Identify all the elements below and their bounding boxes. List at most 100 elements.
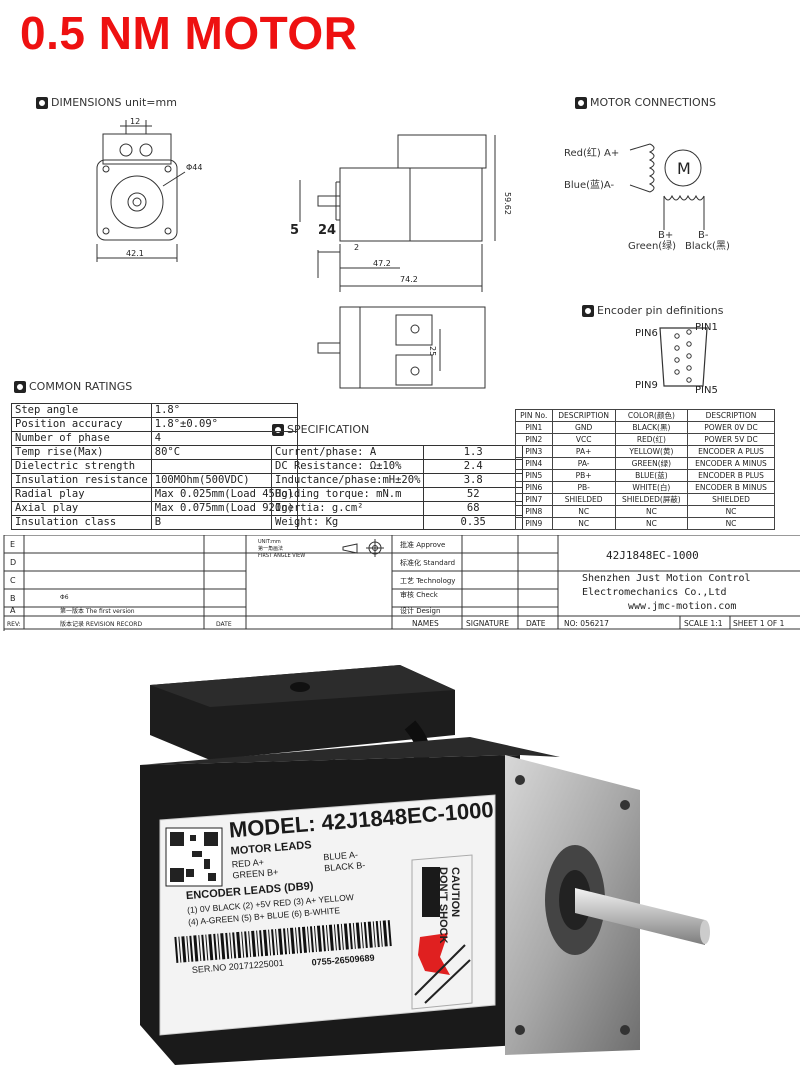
side-view-connector bbox=[397, 134, 487, 169]
rev-label: REV: bbox=[7, 621, 21, 628]
label-phone: 0755-26509689 bbox=[311, 953, 375, 968]
rating-cell: 1.8° bbox=[150, 403, 298, 418]
spec-cell: 52 bbox=[423, 487, 523, 502]
pin-cell: ENCODER B PLUS bbox=[687, 469, 775, 482]
rating-cell: Dielectric strength bbox=[11, 459, 152, 474]
label-green: GREEN B+ bbox=[232, 867, 278, 881]
b-plus-label: B+ bbox=[658, 230, 673, 241]
pin6-label: PIN6 bbox=[635, 328, 658, 339]
pin-cell: PIN1 bbox=[515, 421, 553, 434]
pin-cell: WHITE(白) bbox=[614, 481, 689, 494]
pin-cell: SHIELDED bbox=[551, 493, 616, 506]
part-number: 42J1848EC-1000 bbox=[606, 549, 699, 562]
pin-cell: PA- bbox=[551, 457, 616, 470]
rating-cell: Step angle bbox=[11, 403, 152, 418]
pin-cell: SHIELDED(屏蔽) bbox=[614, 493, 689, 506]
spec-cell: Inductance/phase:mH±20% bbox=[270, 473, 425, 488]
scale-label: SCALE 1:1 bbox=[684, 619, 723, 628]
label-black: BLACK B- bbox=[324, 860, 366, 873]
dim-25: 25 bbox=[428, 346, 437, 356]
projection-label: FIRST ANGLE VIEW bbox=[258, 553, 305, 559]
pin-table-header: PIN No. bbox=[515, 409, 553, 422]
dim-diameter-44: Φ44 bbox=[186, 163, 202, 172]
rev-a-note: 第一版本 The first version bbox=[60, 607, 135, 615]
pin-cell: ENCODER A MINUS bbox=[687, 457, 775, 470]
front-view-boss bbox=[110, 175, 164, 229]
side-view-encoder bbox=[409, 167, 483, 242]
rating-cell: Number of phase bbox=[11, 431, 152, 446]
camera-icon bbox=[575, 96, 587, 109]
pin-cell: RED(红) bbox=[614, 433, 689, 446]
dim-42-1: 42.1 bbox=[126, 249, 144, 258]
blue-lead-label: Blue(蓝)A- bbox=[564, 179, 615, 191]
black-lead-label: Black(黑) bbox=[685, 240, 730, 252]
company-name-line2: Electromechanics Co.,Ltd bbox=[582, 587, 727, 598]
spec-cell: Current/phase: A bbox=[270, 445, 425, 460]
signature-label: SIGNATURE bbox=[466, 619, 509, 628]
bottom-view-body bbox=[339, 306, 486, 389]
pin-cell: PB- bbox=[551, 481, 616, 494]
spec-cell: 1.3 bbox=[423, 445, 523, 460]
camera-icon bbox=[582, 304, 594, 317]
dim-74-2: 74.2 bbox=[400, 275, 418, 284]
spec-cell: Holding torque: mN.m bbox=[270, 487, 425, 502]
green-lead-label: Green(绿) bbox=[628, 239, 676, 252]
spec-cell: Inertia: g.cm² bbox=[270, 501, 425, 516]
pin1-label: PIN1 bbox=[695, 322, 718, 333]
revision-record-label: 版本记录 REVISION RECORD bbox=[60, 620, 142, 628]
pin-cell: GREEN(绿) bbox=[614, 457, 689, 470]
pin-cell: PIN2 bbox=[515, 433, 553, 446]
rating-cell: 1.8°±0.09° bbox=[150, 417, 298, 432]
pin-cell: GND bbox=[551, 421, 616, 434]
title-block: E D C B A Φ6 第一版本 The first version REV:… bbox=[3, 535, 800, 631]
rev-letter-d: D bbox=[10, 558, 16, 567]
rating-cell: Axial play bbox=[11, 501, 152, 516]
common-ratings-heading: COMMON RATINGS bbox=[14, 380, 132, 393]
rev-letter-e: E bbox=[10, 540, 15, 549]
pin-cell: NC bbox=[551, 505, 616, 518]
dim-12: 12 bbox=[130, 117, 140, 126]
caution-sticker: CAUTION DON'T SHOCK bbox=[411, 854, 473, 1010]
pin-cell: VCC bbox=[551, 433, 616, 446]
shock-warning-icon bbox=[418, 933, 450, 975]
camera-icon bbox=[14, 380, 26, 393]
rating-cell: 4 bbox=[150, 431, 298, 446]
pin-table-header: COLOR(颜色) bbox=[614, 409, 689, 422]
label-blue: BLUE A- bbox=[323, 850, 358, 863]
sheet-label: SHEET 1 OF 1 bbox=[733, 619, 785, 628]
red-lead-label: Red(红) A+ bbox=[564, 146, 619, 159]
rev-letter-a: A bbox=[10, 606, 16, 615]
motor-connections-heading: MOTOR CONNECTIONS bbox=[575, 96, 716, 109]
rev-b-note: Φ6 bbox=[60, 594, 69, 601]
pin-table-header: DESCRIPTION bbox=[551, 409, 616, 422]
rating-cell: Insulation resistance bbox=[11, 473, 152, 488]
front-view-flange bbox=[96, 159, 178, 241]
pin-cell: ENCODER A PLUS bbox=[687, 445, 775, 458]
pin-cell: PB+ bbox=[551, 469, 616, 482]
check-label: 审核 Check bbox=[400, 590, 439, 599]
company-website: www.jmc-motion.com bbox=[628, 601, 736, 612]
company-name-line1: Shenzhen Just Motion Control bbox=[582, 573, 751, 584]
pin-cell: NC bbox=[687, 505, 775, 518]
spec-row: DC Resistance: Ω±10%2.4 bbox=[270, 459, 523, 474]
dimension-drawings: 12 Φ44 42.1 59.62 5 24 2 47.2 74.2 25 bbox=[96, 117, 512, 389]
caution-text: CAUTION bbox=[449, 867, 461, 917]
pin-cell: BLACK(黑) bbox=[614, 421, 689, 434]
approve-label: 批准 Approve bbox=[400, 540, 445, 549]
pin-table-header: DESCRIPTION bbox=[687, 409, 775, 422]
spec-row: Inductance/phase:mH±20%3.8 bbox=[270, 473, 523, 488]
